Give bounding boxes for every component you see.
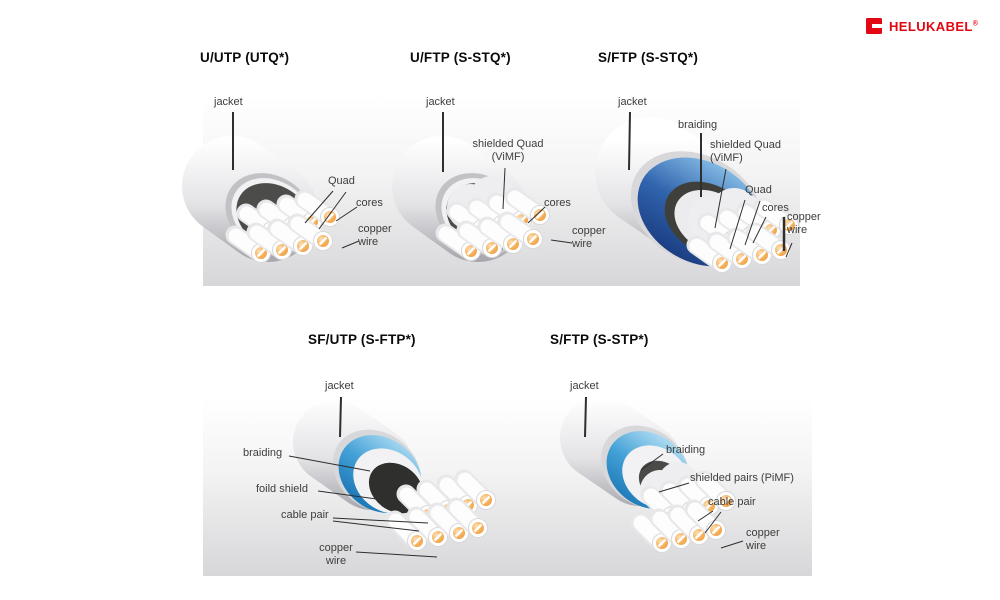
cable-uftp-illustration (392, 136, 550, 272)
label-copper-wire: copper wire (787, 211, 821, 237)
label-copper-wire: copper wire (746, 527, 780, 553)
label-quad: Quad (745, 184, 772, 196)
label-jacket: jacket (325, 380, 354, 392)
label-jacket: jacket (570, 380, 599, 392)
helukabel-logo: HELUKABEL® (866, 18, 978, 34)
diagram-title-sfutp: SF/UTP (S-FTP*) (308, 332, 416, 347)
label-jacket: jacket (426, 96, 455, 108)
label-shielded-quad: shielded Quad (ViMF) (710, 139, 781, 165)
label-braiding: braiding (666, 444, 706, 456)
label-cores: cores (762, 202, 789, 214)
label-shielded-pairs: shielded pairs (PiMF) (690, 472, 794, 484)
label-cores: cores (356, 197, 383, 209)
label-braiding: braiding (678, 119, 718, 131)
label-quad: Quad (328, 175, 355, 187)
cable-uftp-leaders (442, 112, 573, 244)
label-foil-shield: foild shield (256, 483, 308, 495)
label-jacket: jacket (618, 96, 647, 108)
label-cable-pair: cable pair (708, 496, 756, 508)
diagram-title-sftp-stq: S/FTP (S-STQ*) (598, 50, 699, 65)
label-copper-wire: copper wire (572, 225, 606, 251)
label-braiding: braiding (243, 447, 283, 459)
label-shielded-quad: shielded Quad (ViMF) (472, 138, 544, 164)
cable-uutp-illustration (182, 136, 340, 272)
diagram-title-sftp-stp: S/FTP (S-STP*) (550, 332, 649, 347)
cable-sfutp-illustration (293, 400, 496, 551)
diagram-title-uutp: U/UTP (UTQ*) (200, 50, 290, 65)
registered-mark: ® (972, 20, 979, 28)
cable-uutp-leaders (232, 112, 360, 249)
label-copper-wire: copper wire (358, 223, 392, 249)
diagram-title-uftp: U/FTP (S-STQ*) (410, 50, 511, 65)
cable-sfutp-leaders (288, 396, 438, 558)
label-jacket: jacket (214, 96, 243, 108)
helukabel-mark-icon (866, 18, 882, 34)
label-cores: cores (544, 197, 571, 209)
cable-sftp-stp-leaders (584, 396, 744, 549)
logo-brand-text: HELUKABEL® (889, 18, 979, 34)
label-copper-wire: copper wire (319, 542, 353, 568)
label-cable-pair: cable pair (281, 509, 329, 521)
cable-sftp-stq-leaders (628, 111, 793, 258)
